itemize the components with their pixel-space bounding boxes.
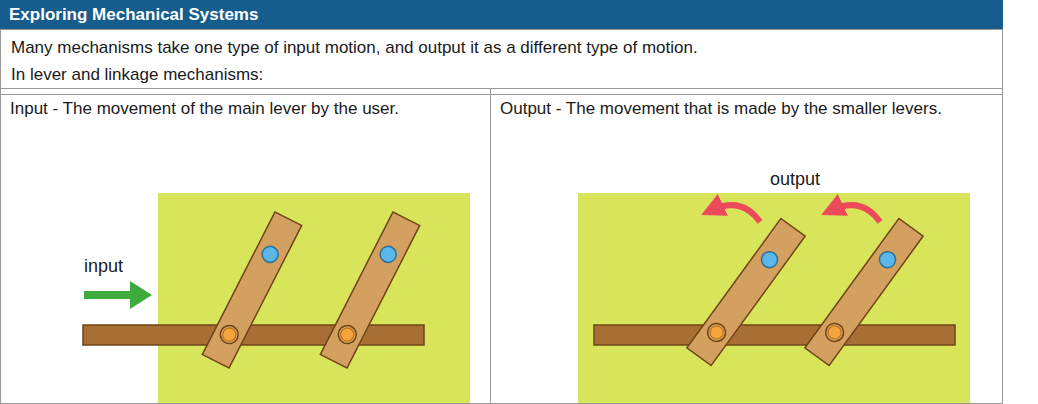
main-lever: [594, 325, 955, 345]
cell-text: Many mechanisms take one type of input m…: [11, 36, 992, 60]
table-cell: Input - The movement of the main lever b…: [0, 88, 491, 404]
output-arrow: [712, 205, 760, 222]
cell-text: Output - The movement that is made by th…: [500, 97, 993, 121]
small-lever: [202, 212, 301, 368]
small-lever: [687, 218, 805, 365]
output-arrow: [832, 205, 880, 222]
small-lever: [805, 218, 923, 365]
motion-label: output: [770, 168, 820, 190]
main-lever: [83, 325, 424, 345]
motion-label: input: [84, 255, 123, 277]
cell-text: Input - The movement of the main lever b…: [10, 97, 481, 121]
intro-band: Many mechanisms take one type of input m…: [0, 29, 1003, 95]
input-arrow: [84, 281, 152, 309]
cell-text: In lever and linkage mechanisms:: [11, 63, 992, 87]
table-cell: Output - The movement that is made by th…: [490, 88, 1003, 404]
picture-panel: [158, 193, 470, 404]
header-bar: [0, 0, 1003, 30]
picture-panel: [578, 193, 970, 404]
small-lever: [320, 212, 419, 368]
page-title: Exploring Mechanical Systems: [9, 4, 258, 26]
